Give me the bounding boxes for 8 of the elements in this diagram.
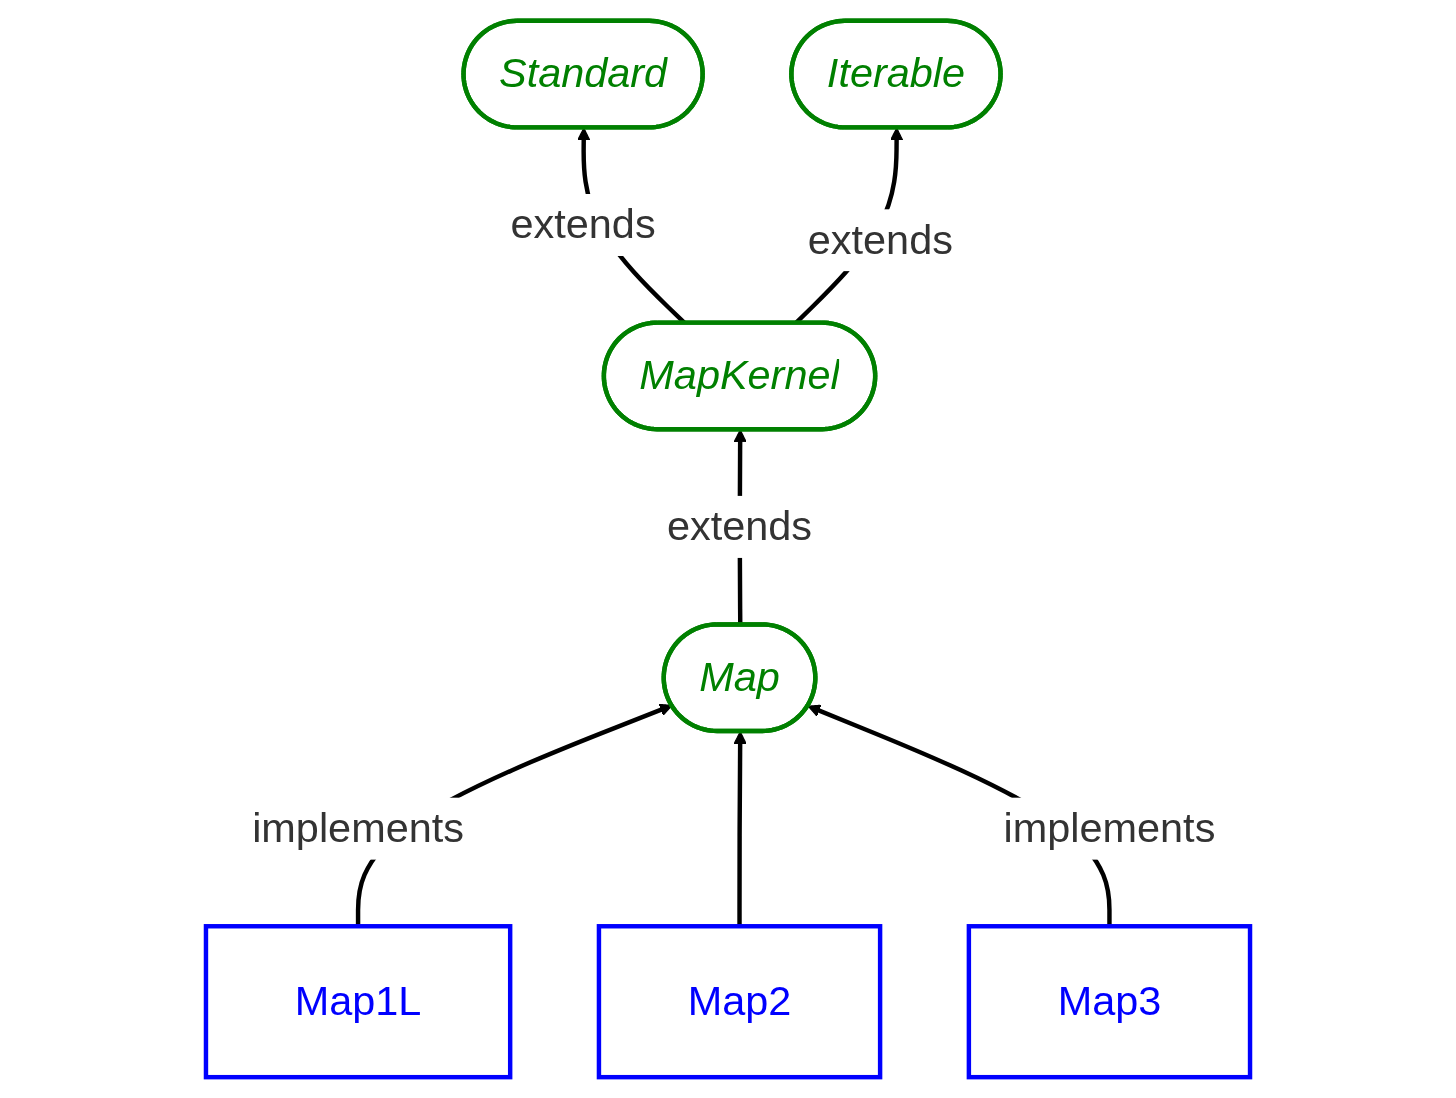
edge-label: extends: [510, 201, 656, 248]
node-box: Map1L: [203, 924, 513, 1080]
node-box: Map3: [966, 924, 1253, 1080]
edge-label: implements: [1003, 804, 1216, 851]
edge-label: extends: [807, 216, 953, 263]
edge-label: extends: [666, 503, 813, 549]
node-box: Map2: [596, 924, 883, 1080]
edge-label: implements: [252, 804, 464, 851]
